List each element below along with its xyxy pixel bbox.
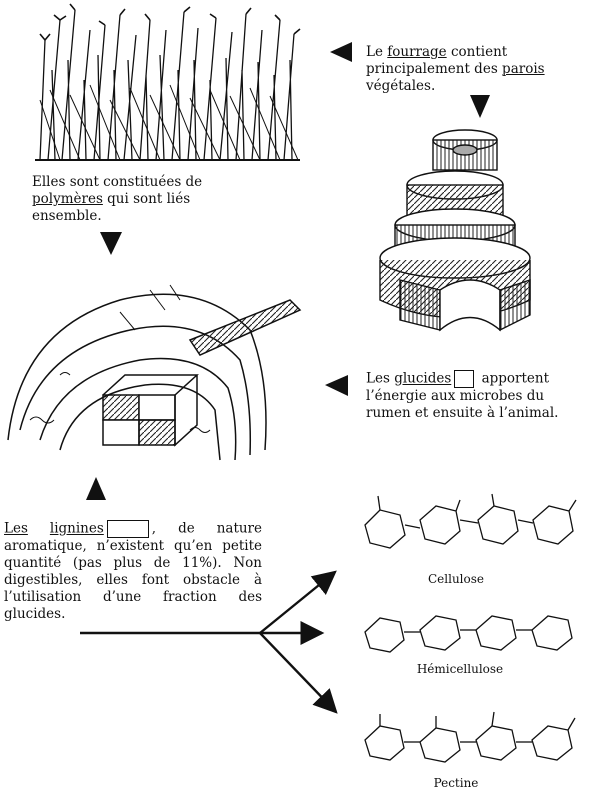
pectine-structure xyxy=(364,711,576,763)
arrow-left-icon-fourrage xyxy=(330,42,352,62)
polymeres-term: polymères xyxy=(32,191,103,207)
lignines-term: lignines xyxy=(49,520,104,537)
glucides-color-box xyxy=(454,370,475,388)
polymeres-text: Elles sont constituées de polymères qui … xyxy=(32,174,203,224)
cellulose-structure xyxy=(364,493,577,549)
glucides-term: glucides xyxy=(394,370,452,387)
cell-wall-section-illustration xyxy=(7,284,302,461)
grass-illustration xyxy=(35,3,301,161)
fourrage-text: Le fourrage contient principalement des … xyxy=(366,44,545,94)
lignines-color-box xyxy=(106,520,149,538)
arrow-left-icon-glucides xyxy=(325,375,348,396)
arrow-down-icon-polymeres xyxy=(100,232,122,255)
fourrage-term: fourrage xyxy=(387,44,447,60)
pectine-caption: Pectine xyxy=(433,776,479,790)
arrow-up-icon-lignines xyxy=(86,477,106,500)
cell-wall-cylinder-illustration xyxy=(379,129,531,332)
hemicellulose-structure xyxy=(364,615,573,653)
glucides-text: Les glucides apportent l’énergie aux mic… xyxy=(366,370,559,421)
cellulose-caption: Cellulose xyxy=(427,572,484,586)
branch-arrows xyxy=(80,570,338,714)
parois-term: parois xyxy=(502,61,545,77)
lignines-text: Les lignines, de nature aromatique, n’ex… xyxy=(4,520,263,622)
hemicellulose-caption: Hémicellulose xyxy=(416,662,504,676)
arrow-down-icon-fourrage xyxy=(470,95,490,118)
